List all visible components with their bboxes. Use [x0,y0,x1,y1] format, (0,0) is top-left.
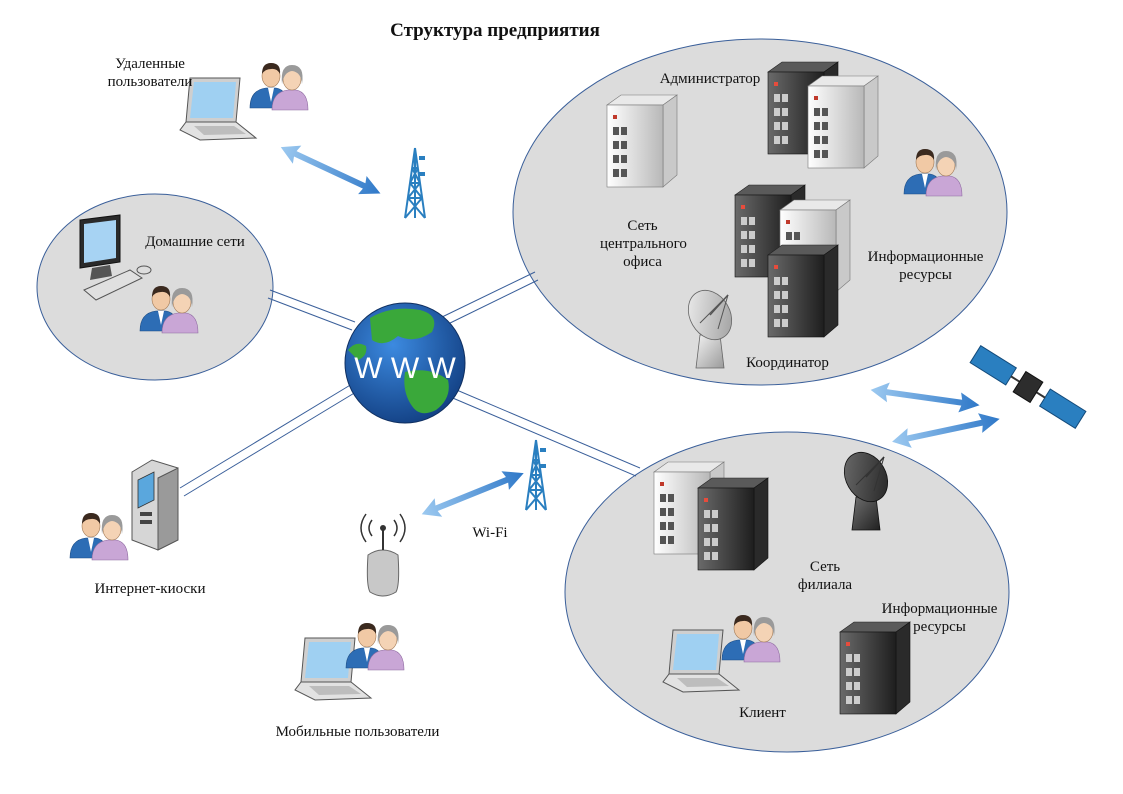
home-networks-ellipse [36,193,274,381]
wifi-router-icon [360,513,406,597]
satellite-icon [969,344,1087,430]
globe-icon: W W W [344,302,466,424]
radio-tower-icon [525,439,547,511]
kiosk-icon [131,459,179,551]
users-icon [69,512,129,561]
server-icon [697,477,769,571]
label-info-resources-branch: Информационные ресурсы [881,601,998,635]
double-arrow-remote [276,138,385,203]
desktop-computer-icon [79,214,152,301]
double-arrow-satellite-top [869,380,981,416]
label-home-networks: Домашние сети [145,234,245,250]
server-icon [807,75,879,169]
server-icon [767,244,839,338]
laptop-icon [294,637,372,701]
label-wifi: Wi-Fi [472,525,508,541]
label-mobile-users: Мобильные пользователи [275,724,440,740]
label-internet-kiosks: Интернет-киоски [94,581,206,597]
label-client: Клиент [739,705,786,721]
double-arrow-satellite-bottom [890,409,1002,452]
radio-tower-icon [404,147,426,219]
globe-www-text: W W W [354,352,456,385]
label-remote-users: Удаленные пользователи [107,56,193,90]
network-links [179,271,641,497]
label-administrator: Администратор [659,71,761,87]
label-info-resources-central: Информационные ресурсы [867,249,984,283]
page-title: Структура предприятия [390,20,600,41]
label-coordinator: Координатор [746,355,829,371]
label-branch-network: Сеть филиала [797,559,853,593]
double-arrow-wifi [418,463,528,524]
server-icon [606,94,678,188]
users-icon [249,62,309,111]
label-central-office: Сеть центрального офиса [600,218,687,270]
